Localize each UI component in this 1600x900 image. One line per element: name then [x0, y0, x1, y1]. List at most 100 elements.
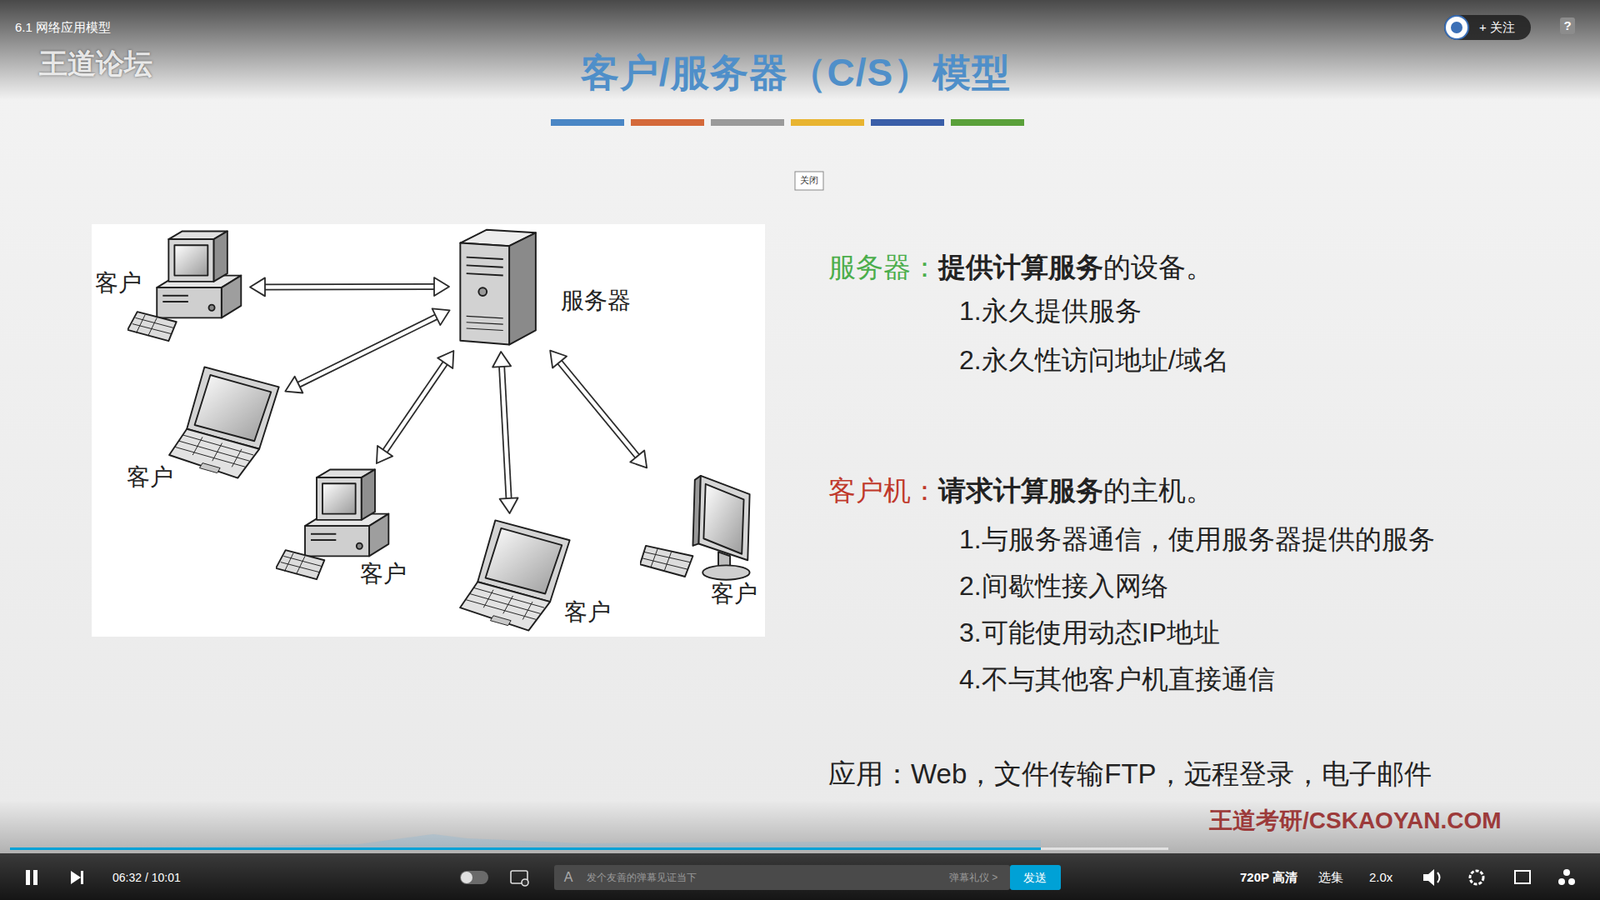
node-label: 服务器 — [560, 286, 631, 315]
node-label: 客户 — [95, 269, 142, 298]
feature-item: 4.不与其他客户机直接通信 — [959, 663, 1275, 695]
double-arrow — [285, 308, 450, 393]
fullscreen-icon — [1558, 869, 1575, 885]
progress-track — [10, 847, 1169, 850]
definition-key: 提供计算服务 — [938, 250, 1104, 285]
title-color-bar — [550, 119, 1025, 126]
episodes-label: 选集 — [1318, 870, 1344, 885]
pause-bar — [25, 870, 30, 885]
definition-rest: 的设备。 — [1103, 250, 1214, 285]
arrow-head — [550, 350, 567, 369]
arrow-outline — [264, 283, 435, 290]
screen-icon — [1515, 870, 1530, 884]
arrow-head — [250, 277, 265, 296]
arrow-core — [264, 285, 435, 290]
next-bar — [80, 870, 84, 885]
danmaku-settings-icon — [510, 870, 529, 886]
feature-item: 1.永久提供服务 — [959, 295, 1142, 327]
feature-item: 3.可能使用动态IP地址 — [959, 616, 1220, 649]
double-arrow — [550, 350, 647, 469]
arrow-core — [385, 362, 446, 452]
quality-label: 720P 高清 — [1240, 870, 1298, 885]
watermark: 王道论坛 — [39, 46, 153, 81]
client-computer: 客户 — [640, 471, 761, 612]
text-style-icon: A — [564, 869, 574, 885]
term-heading: 客户机： — [828, 474, 939, 508]
arrow-outline — [501, 365, 510, 500]
arrow-core — [501, 365, 510, 500]
color-bar-segment — [870, 119, 945, 126]
feature-item: 2.永久性访问地址/域名 — [959, 344, 1230, 376]
color-bar-segment — [710, 119, 785, 126]
top-shade — [0, 0, 1600, 100]
feature-item: 2.间歇性接入网络 — [959, 570, 1169, 602]
monitor-icon — [640, 475, 750, 580]
arrow-core — [298, 316, 438, 385]
close-button — [795, 171, 824, 190]
node-label: 客户 — [126, 463, 174, 492]
node-label: 客户 — [360, 560, 407, 589]
close-label: 关闭 — [800, 175, 819, 186]
avatar — [1445, 15, 1469, 40]
color-bar-segment — [790, 119, 865, 126]
icon-dot — [1558, 878, 1565, 885]
feature-item: 1.与服务器通信，使用服务器提供的服务 — [959, 523, 1435, 555]
send-label: 发送 — [1023, 870, 1047, 885]
send-button — [1010, 865, 1061, 890]
arrow-head — [432, 308, 450, 325]
bottom-shade — [0, 800, 1600, 855]
double-arrow — [250, 277, 450, 296]
arrow-outline — [298, 316, 438, 385]
watermark: 王道考研/CSKAOYAN.COM — [1209, 806, 1502, 835]
audio-waveform — [10, 834, 1041, 849]
follow-text: + 关注 — [1479, 20, 1515, 35]
arrow-head — [434, 277, 450, 296]
server-tower-icon — [460, 230, 536, 345]
follow-pill — [1444, 15, 1531, 40]
client-computer: 客户 — [454, 518, 615, 633]
danmaku-toggle — [460, 870, 489, 885]
double-arrow — [492, 351, 518, 514]
application-line: 应用：Web，文件传输FTP，远程登录，电子邮件 — [828, 757, 1432, 791]
arrow-head — [437, 350, 454, 369]
speaker — [1423, 869, 1435, 886]
toggle-track — [460, 870, 489, 885]
desktop-computer-icon — [127, 230, 241, 341]
client-computer: 客户 — [91, 229, 245, 345]
node-label: 客户 — [564, 598, 611, 627]
term-heading: 服务器： — [828, 250, 939, 285]
slide-title: 客户/服务器（C/S）模型 — [580, 50, 1011, 96]
color-bar-segment — [630, 119, 705, 126]
speed-label: 2.0x — [1369, 870, 1393, 885]
arrow-head — [376, 445, 393, 464]
node-label: 客户 — [710, 580, 758, 609]
settings-gear — [521, 879, 529, 886]
laptop-icon — [169, 366, 280, 478]
client-computer: 客户 — [123, 365, 281, 495]
color-bar-segment — [550, 119, 625, 126]
arrow-head — [285, 376, 303, 394]
danmaku-input — [554, 865, 1010, 890]
definition-key: 请求计算服务 — [938, 474, 1104, 508]
time-display: 06:32 / 10:01 — [112, 870, 181, 885]
definition-rest: 的主机。 — [1103, 474, 1214, 508]
arrow-outline — [385, 362, 446, 452]
pause-bar — [33, 870, 38, 885]
volume-icon — [1423, 869, 1440, 886]
client-computer: 客户 — [275, 467, 410, 592]
toggle-knob — [460, 871, 473, 884]
control-bar — [0, 853, 1600, 900]
server-box: 服务器 — [454, 226, 635, 347]
double-arrow — [376, 350, 454, 464]
help-box — [1560, 17, 1575, 35]
arrow-core — [559, 361, 638, 458]
arrow-outline — [559, 361, 638, 458]
settings-icon — [1470, 870, 1484, 885]
arrow-head — [492, 351, 511, 368]
sound-wave — [1437, 872, 1440, 883]
next-triangle — [70, 870, 81, 885]
diagram-panel — [91, 224, 765, 637]
